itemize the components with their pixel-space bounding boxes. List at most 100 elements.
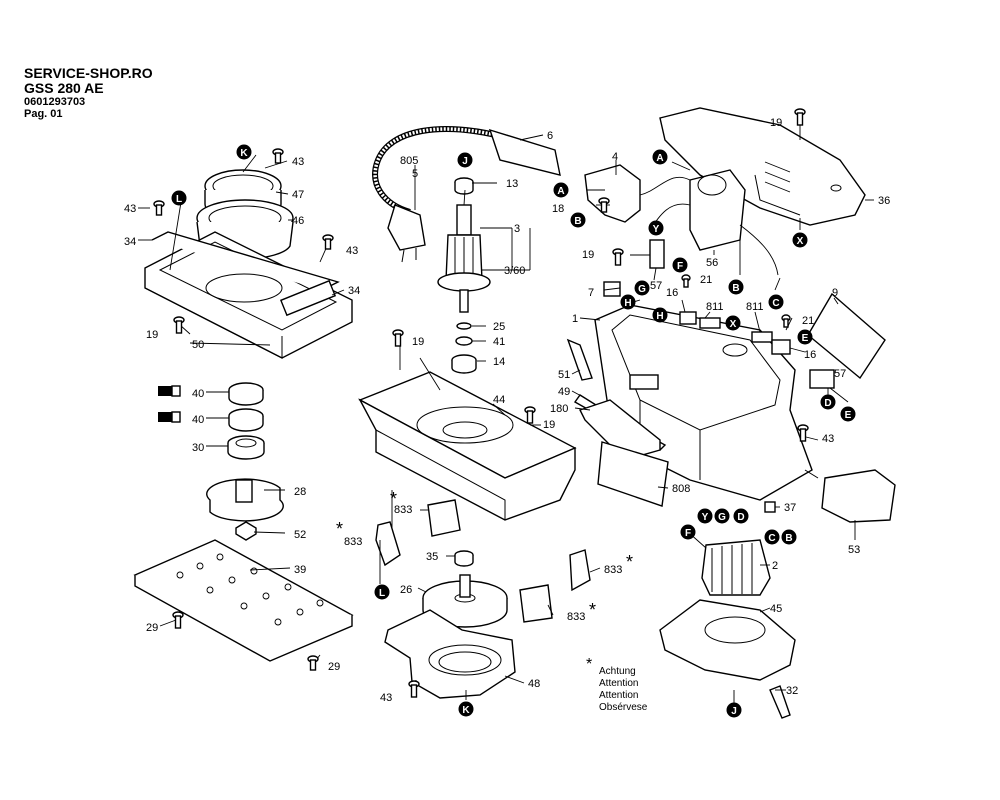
label-48: 48	[528, 678, 540, 690]
svg-text:A: A	[656, 153, 663, 164]
part-16-holder-b	[771, 339, 791, 355]
part-180-label	[629, 374, 659, 390]
screw-icon	[322, 234, 334, 250]
label-18: 18	[552, 203, 564, 215]
part-833-pad-a	[427, 499, 461, 537]
part-34-clip	[279, 279, 337, 317]
label-45: 45	[770, 603, 782, 615]
label-833: 833	[567, 611, 585, 623]
svg-text:J: J	[731, 706, 737, 717]
screw-icon	[172, 611, 184, 629]
marker-H: H	[652, 307, 668, 323]
label-41: 41	[493, 336, 505, 348]
label-180: 180	[550, 403, 568, 415]
label-28: 28	[294, 486, 306, 498]
part-52-nut	[235, 521, 257, 541]
model-name: GSS 280 AE	[24, 80, 104, 96]
label-2: 2	[772, 560, 778, 572]
marker-A: A	[652, 149, 668, 165]
part-28-hub	[235, 479, 253, 503]
svg-text:G: G	[638, 284, 646, 295]
label-805: 805	[400, 155, 418, 167]
svg-text:H: H	[624, 298, 631, 309]
marker-D: D	[820, 394, 836, 410]
legend-star: *	[586, 656, 593, 673]
label-19: 19	[543, 419, 555, 431]
marker-F: F	[672, 257, 688, 273]
connection-markers: K L J L K A A B Y X F G H B C H X E D E …	[171, 144, 856, 718]
screws	[153, 108, 809, 698]
screw-icon	[797, 424, 809, 442]
label-6: 6	[547, 130, 553, 142]
marker-G: G	[634, 280, 650, 296]
svg-text:X: X	[797, 236, 804, 247]
page-number: Pag. 01	[24, 108, 63, 120]
attention-star: *	[390, 489, 397, 509]
label-16: 16	[666, 287, 678, 299]
brush-holder-group	[679, 311, 835, 513]
screw-icon	[681, 274, 691, 288]
part-4-switch	[584, 164, 641, 223]
label-30: 30	[192, 442, 204, 454]
part-25-washer	[456, 322, 472, 330]
label-57: 57	[650, 280, 662, 292]
label-43: 43	[380, 692, 392, 704]
dust-hood-group	[384, 609, 516, 699]
label-56: 56	[706, 257, 718, 269]
label-811: 811	[706, 301, 724, 313]
top-cover-group	[659, 107, 866, 226]
svg-text:F: F	[677, 261, 683, 272]
label-44: 44	[493, 394, 505, 406]
svg-text:G: G	[718, 512, 726, 523]
svg-text:B: B	[574, 216, 581, 227]
part-45-lower-cover	[659, 599, 796, 681]
svg-text:X: X	[730, 319, 737, 330]
part-2-stator	[701, 539, 771, 596]
label-25: 25	[493, 321, 505, 333]
label-43: 43	[822, 433, 834, 445]
svg-text:J: J	[462, 156, 468, 167]
stator-group	[701, 539, 771, 596]
screw-icon	[524, 406, 536, 424]
label-29: 29	[146, 622, 158, 634]
svg-text:K: K	[462, 705, 470, 716]
armature-group	[437, 177, 491, 374]
svg-text:E: E	[845, 410, 852, 421]
part-833-pad-c	[569, 549, 591, 592]
marker-D: D	[733, 508, 749, 524]
part-833-pad-d	[519, 584, 553, 623]
svg-text:B: B	[732, 283, 739, 294]
screw-icon	[781, 314, 791, 328]
label-37: 37	[784, 502, 796, 514]
label-35: 35	[426, 551, 438, 563]
label-19: 19	[412, 336, 424, 348]
marker-F: F	[680, 524, 696, 540]
label-47: 47	[292, 189, 304, 201]
label-40: 40	[192, 414, 204, 426]
dust-adapter-group	[196, 169, 294, 260]
marker-H: H	[620, 294, 636, 310]
marker-K: K	[458, 701, 474, 717]
part-16-holder-a	[679, 311, 697, 325]
legend-line-de: Achtung	[599, 666, 636, 677]
part-41-washer	[455, 336, 473, 346]
label-14: 14	[493, 356, 505, 368]
attention-star: *	[589, 600, 596, 620]
part-51-hex-key	[566, 338, 593, 381]
attention-star: *	[336, 519, 343, 539]
screw-icon	[612, 248, 624, 266]
label-19: 19	[770, 117, 782, 129]
attention-stars: * * * *	[336, 489, 633, 620]
label-808: 808	[672, 483, 690, 495]
label-9: 9	[832, 287, 838, 299]
label-52: 52	[294, 529, 306, 541]
power-cord-end	[804, 469, 896, 523]
label-16: 16	[804, 349, 816, 361]
marker-J: J	[726, 702, 742, 718]
housing-base-group	[358, 371, 577, 521]
part-9-label	[807, 292, 886, 380]
label-43: 43	[292, 156, 304, 168]
part-32-hex-key	[769, 685, 791, 719]
label-46: 46	[292, 215, 304, 227]
